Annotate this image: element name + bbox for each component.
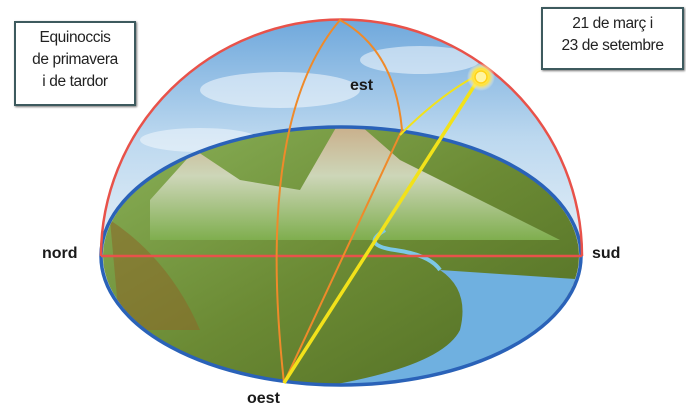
- label-east: est: [350, 77, 374, 94]
- zenith-loop: [275, 18, 404, 384]
- label-west: oest: [247, 390, 280, 407]
- label-north: nord: [42, 245, 78, 262]
- title-line: de primavera: [32, 51, 118, 68]
- meridian-arc: [99, 18, 584, 257]
- date-box: 21 de març i 23 de setembre: [541, 7, 684, 70]
- date-line: 21 de març i: [572, 15, 653, 32]
- title-line: Equinoccis: [39, 29, 111, 46]
- label-south: sud: [592, 245, 621, 262]
- title-box: Equinoccis de primavera i de tardor: [14, 21, 136, 106]
- title-line: i de tardor: [42, 73, 108, 90]
- equinox-sun-path: [282, 79, 480, 384]
- date-line: 23 de setembre: [561, 37, 664, 54]
